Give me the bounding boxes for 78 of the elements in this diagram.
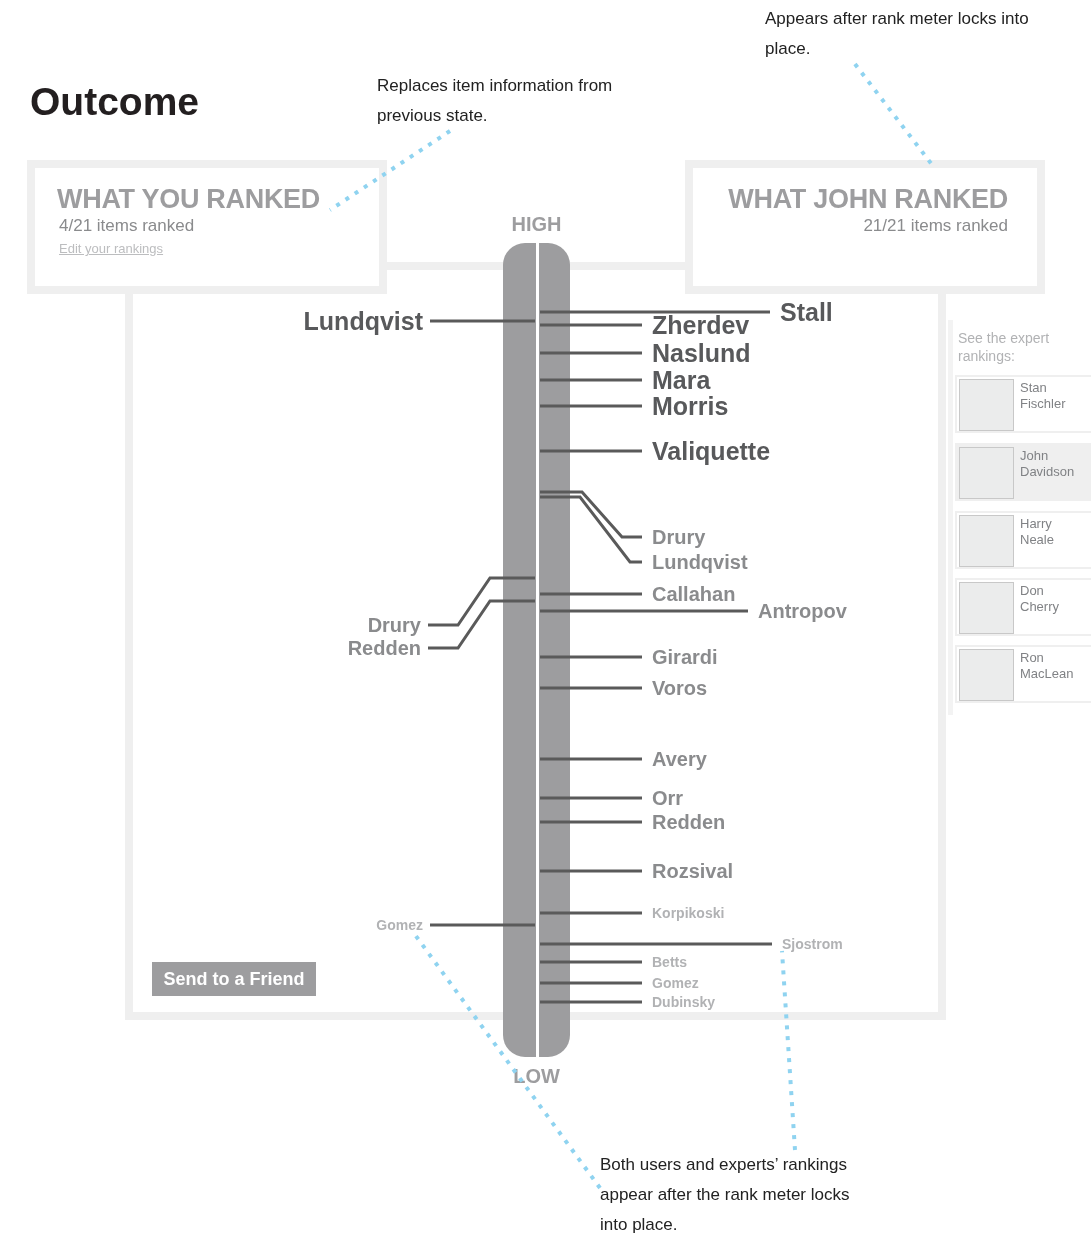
summary-panel xyxy=(685,160,1045,294)
expert-name: Don Cherry xyxy=(1020,583,1060,615)
rank-connector-line xyxy=(540,796,642,800)
player-name: Redden xyxy=(347,638,428,658)
rank-connector-line xyxy=(540,378,642,382)
player-name: Sjostrom xyxy=(772,937,843,951)
edit-link: Edit your rankings xyxy=(58,241,164,257)
panel-heading: WHAT YOU RANKED xyxy=(57,184,320,216)
rank-connector-line xyxy=(540,757,642,761)
player-name: Dubinsky xyxy=(642,995,715,1009)
player-name: Lundqvist xyxy=(642,552,748,572)
player-name: Drury xyxy=(367,615,428,635)
player-name: Zherdev xyxy=(642,312,750,338)
rank-connector-line xyxy=(540,351,642,355)
leader-line xyxy=(328,129,452,212)
expert-card xyxy=(955,645,1091,703)
expert-name: Harry Neale xyxy=(1020,516,1055,548)
rank-connector-line xyxy=(430,923,535,927)
rank-connector-line xyxy=(540,820,642,824)
panel-heading: WHAT JOHN RANKED xyxy=(728,184,1008,216)
player-name: Naslund xyxy=(642,340,751,366)
leader-line xyxy=(780,950,797,1151)
rank-connector-line xyxy=(428,576,535,627)
rank-connector-line xyxy=(540,869,642,873)
expert-name: Ron MacLean xyxy=(1020,650,1075,682)
player-name: Gomez xyxy=(376,918,430,932)
rank-connector-line xyxy=(540,310,770,314)
player-name: Drury xyxy=(642,527,706,547)
rank-connector-line xyxy=(540,911,642,915)
page-title: Outcome xyxy=(30,80,200,124)
expert-card xyxy=(955,443,1091,501)
player-name: Lundqvist xyxy=(303,308,430,334)
player-name: Rozsival xyxy=(642,861,734,881)
ranked-count: 4/21 items ranked xyxy=(58,215,195,238)
annotation-note: Both users and experts’ rankings appear after the rank meter locks into place. xyxy=(600,1150,858,1239)
ranked-count: 21/21 items ranked xyxy=(863,215,1008,238)
sidebar-label: See the expert rankings: xyxy=(958,329,1051,365)
expert-name: Stan Fischler xyxy=(1020,380,1067,412)
rank-connector-line xyxy=(540,686,642,690)
rank-connector-line xyxy=(540,592,642,596)
player-name: Mara xyxy=(642,367,711,393)
rank-connector-line xyxy=(540,404,642,408)
player-name: Antropov xyxy=(748,601,847,621)
player-name: Voros xyxy=(642,678,708,698)
rank-meter-bar xyxy=(503,243,570,1057)
annotation-note: Appears after rank meter locks into place. xyxy=(765,4,1033,64)
rank-connector-line xyxy=(540,981,642,985)
player-name: Morris xyxy=(642,393,729,419)
player-name: Redden xyxy=(642,812,726,832)
player-name: Valiquette xyxy=(642,438,771,464)
summary-panel xyxy=(27,160,387,294)
expert-card xyxy=(955,375,1091,433)
rank-connector-line xyxy=(540,1000,642,1004)
rank-connector-line xyxy=(540,609,748,613)
player-name: Korpikoski xyxy=(642,906,725,920)
rank-connector-line xyxy=(540,490,642,539)
meter-label: LOW xyxy=(513,1065,560,1088)
player-name: Callahan xyxy=(642,584,736,604)
player-name: Stall xyxy=(770,299,833,325)
rank-connector-line xyxy=(540,449,642,453)
player-name: Gomez xyxy=(642,976,699,990)
expert-card xyxy=(955,578,1091,636)
rank-connector-line xyxy=(540,942,772,946)
annotation-note: Replaces item information from previous state. xyxy=(377,71,662,131)
player-name: Girardi xyxy=(642,647,718,667)
send-to-friend-button: Send to a Friend xyxy=(152,962,316,996)
rank-connector-line xyxy=(540,495,642,564)
player-name: Avery xyxy=(642,749,707,769)
meter-label: HIGH xyxy=(511,213,562,236)
expert-name: John Davidson xyxy=(1020,448,1076,480)
expert-card xyxy=(955,511,1091,569)
player-name: Orr xyxy=(642,788,684,808)
rank-connector-line xyxy=(540,960,642,964)
rank-connector-line xyxy=(540,655,642,659)
player-name: Betts xyxy=(642,955,687,969)
rank-connector-line xyxy=(540,323,642,327)
rank-connector-line xyxy=(430,319,535,323)
rank-connector-line xyxy=(428,599,535,650)
